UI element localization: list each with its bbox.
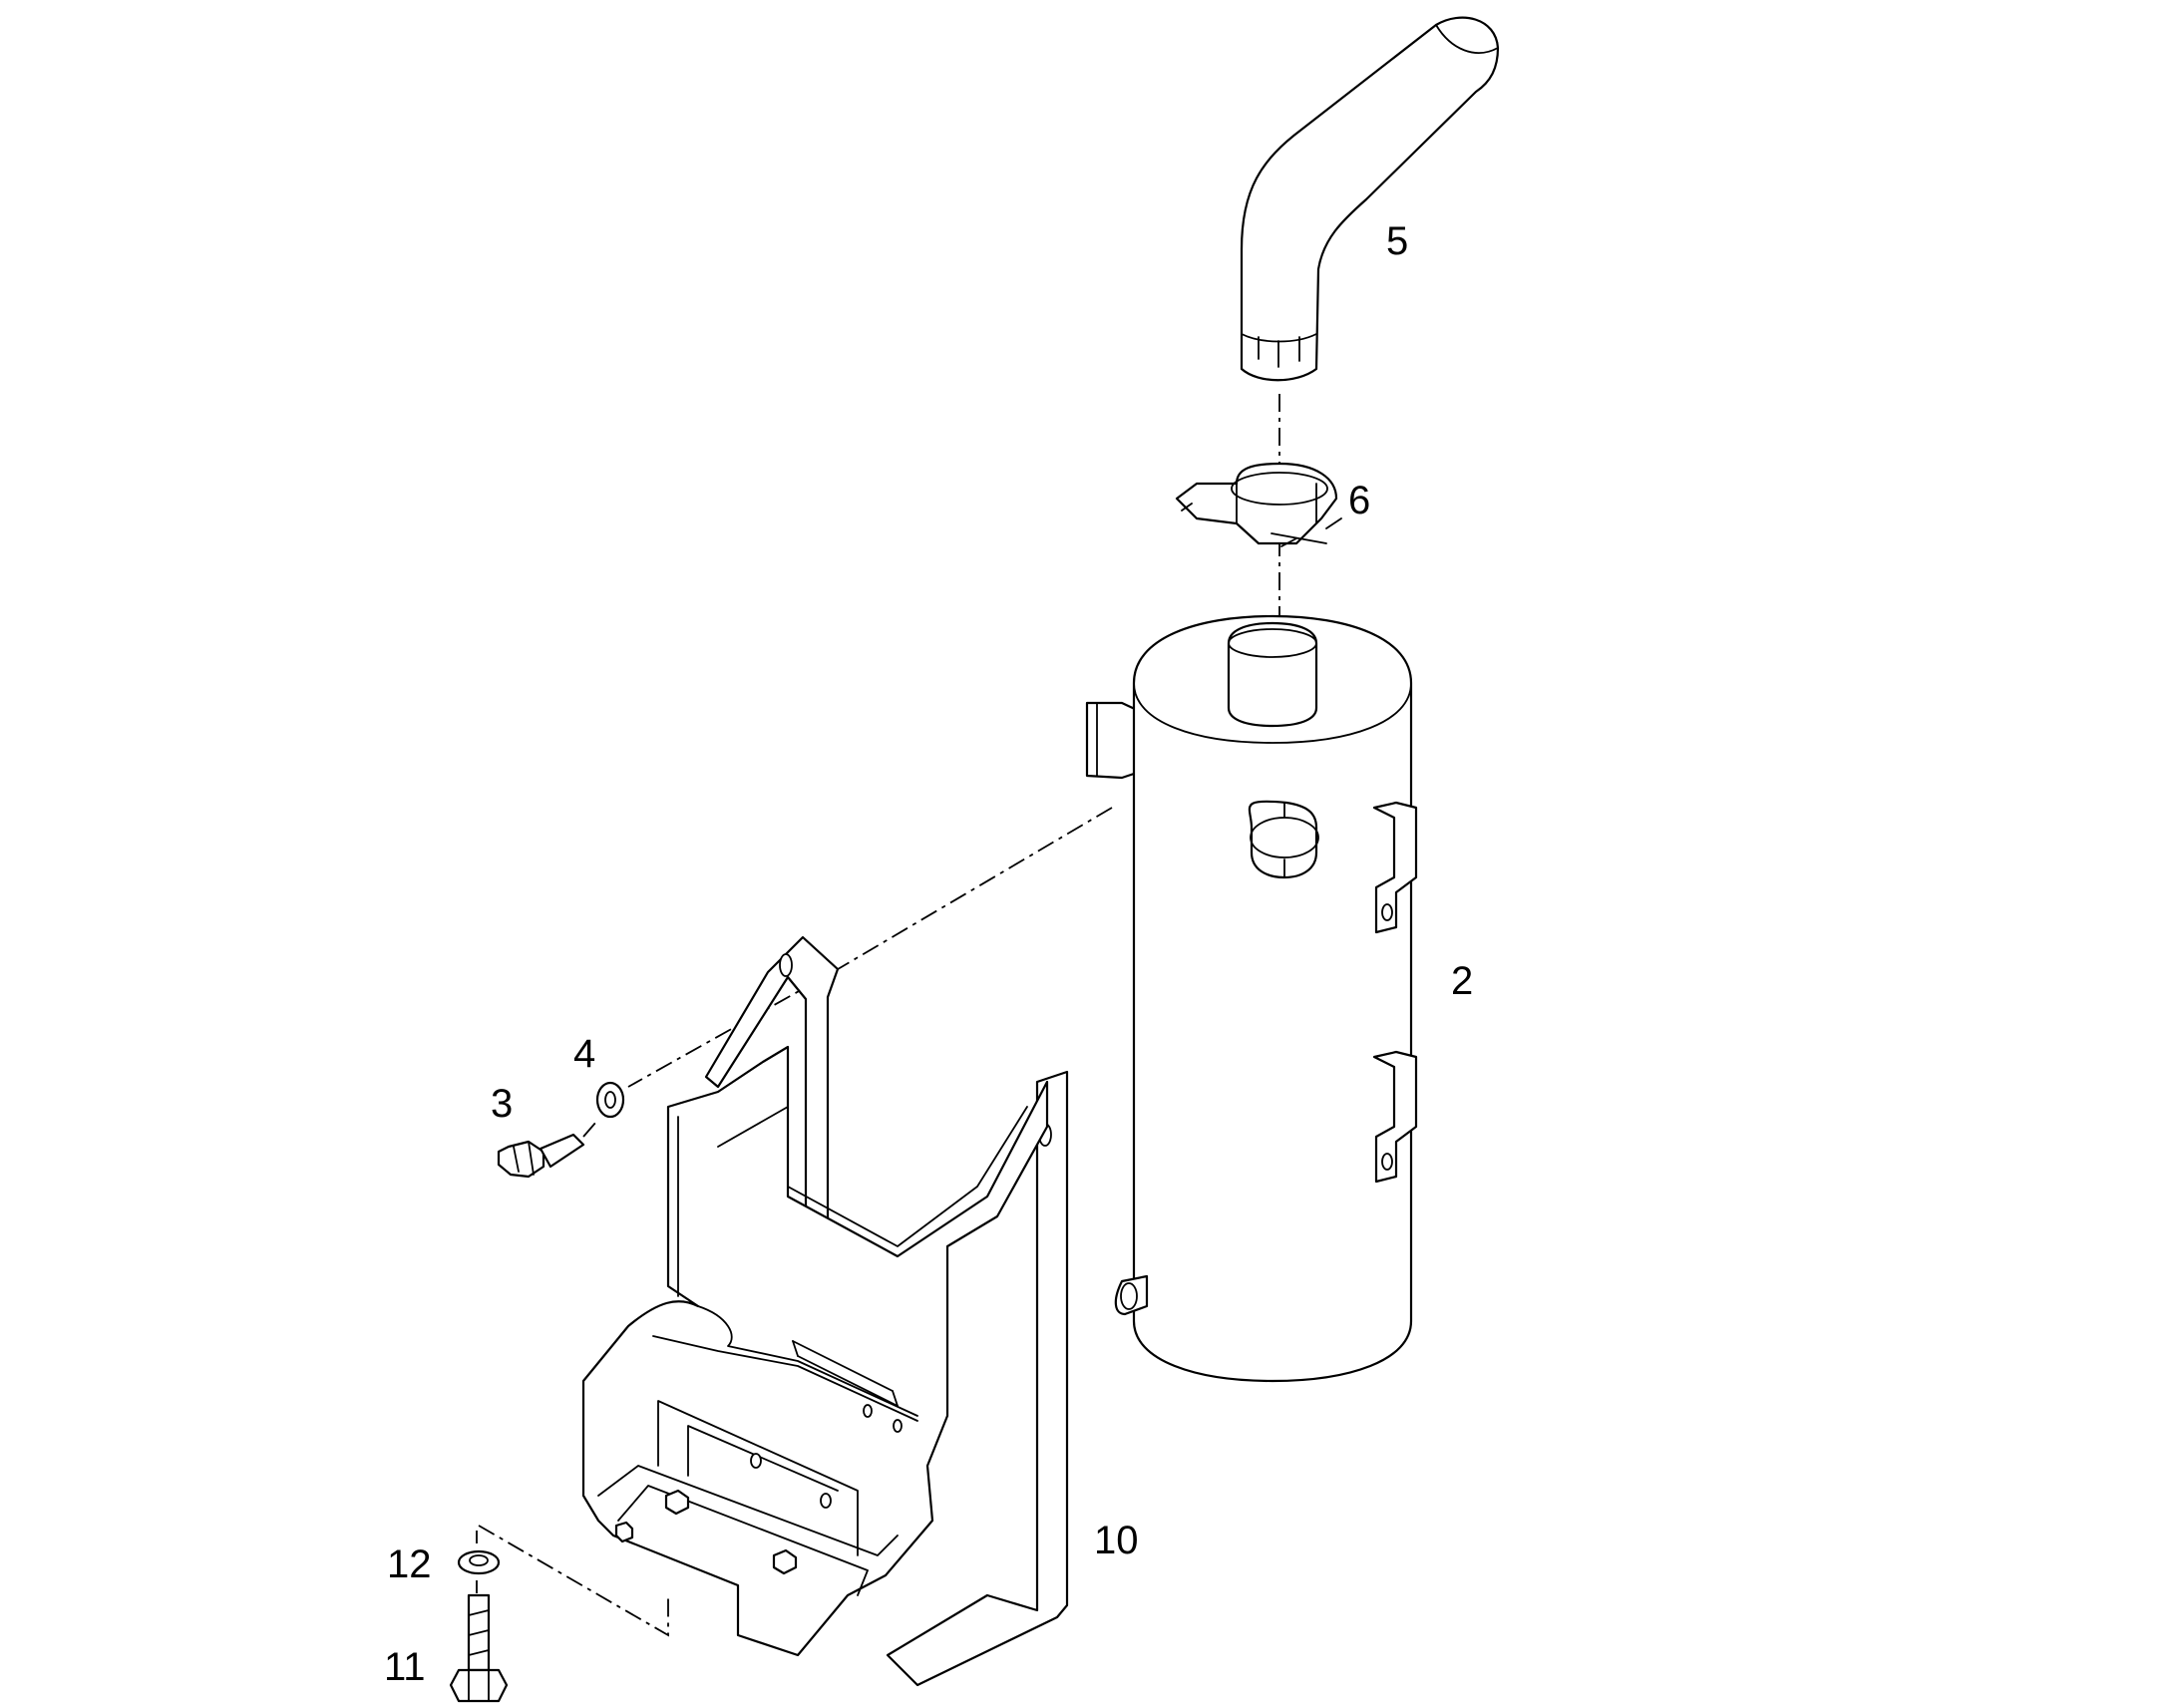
callout-exhaust-pipe: 5 bbox=[1386, 219, 1408, 263]
upper-washer bbox=[595, 1081, 625, 1119]
lower-washer bbox=[457, 1549, 501, 1575]
callout-pipe-clamp: 6 bbox=[1348, 479, 1370, 522]
lower-bolt bbox=[449, 1593, 509, 1703]
exhaust-pipe bbox=[1240, 16, 1500, 382]
assembly-centerline-upper-bolt bbox=[582, 1121, 597, 1138]
assembly-centerline-bracket bbox=[627, 807, 1113, 1088]
callout-muffler: 2 bbox=[1451, 959, 1473, 1003]
callout-lower-bolt: 11 bbox=[384, 1645, 426, 1689]
assembly-centerline-lower bbox=[476, 1525, 669, 1637]
muffler bbox=[1085, 614, 1418, 1383]
callout-bracket: 10 bbox=[1094, 1519, 1139, 1562]
callout-lower-washer: 12 bbox=[387, 1542, 432, 1586]
callout-upper-bolt: 3 bbox=[491, 1082, 513, 1126]
pipe-clamp bbox=[1175, 462, 1342, 547]
support-bracket bbox=[581, 935, 1069, 1687]
upper-bolt bbox=[497, 1133, 585, 1179]
callout-upper-washer: 4 bbox=[573, 1032, 595, 1076]
